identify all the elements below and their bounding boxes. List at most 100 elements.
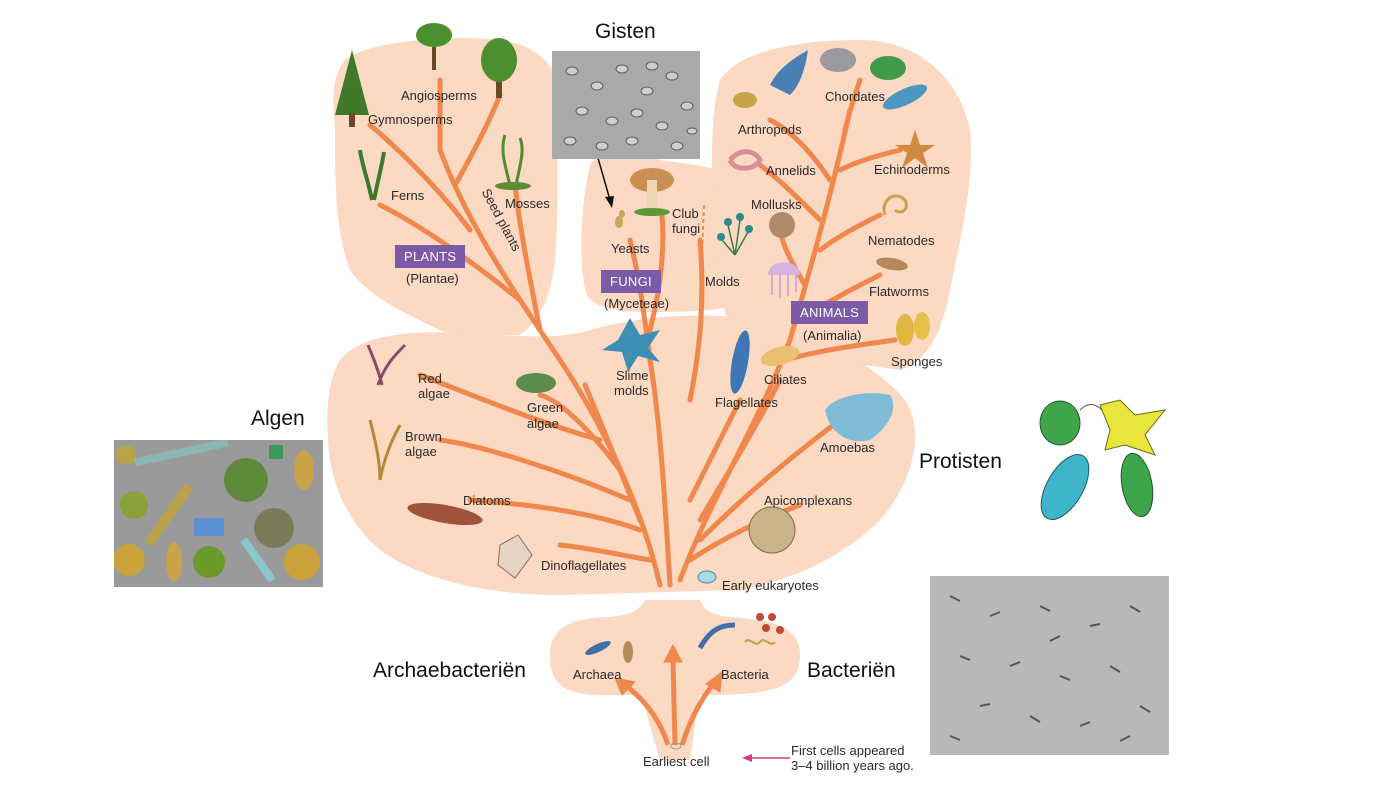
label-sponges: Sponges	[891, 354, 943, 369]
label-flagellates: Flagellates	[715, 395, 778, 410]
green-algae-icon	[516, 373, 556, 393]
bacteria-cells-icon	[949, 595, 1151, 742]
apicomplexan-icon	[748, 506, 796, 554]
label-mosses: Mosses	[505, 196, 550, 211]
slime-mold-icon	[602, 318, 660, 372]
label-apicomplexans: Apicomplexans	[764, 493, 853, 508]
note-line-1: First cells appeared	[791, 743, 905, 758]
label-earliest-cell: Earliest cell	[643, 754, 710, 769]
arrow-head-right	[705, 670, 723, 693]
branch-ciliates	[697, 377, 783, 523]
label-nematodes: Nematodes	[868, 233, 935, 248]
arrow-stem-center	[670, 659, 678, 746]
label-ferns: Ferns	[391, 188, 425, 203]
branch-slime	[582, 382, 643, 523]
label-brown-algae-2: algae	[405, 444, 437, 459]
bacteria-icon	[697, 613, 784, 650]
label-flatworms: Flatworms	[869, 284, 929, 299]
kingdom-plants-box: PLANTS	[395, 245, 466, 268]
fungi-divider	[699, 204, 705, 301]
label-red-algae-1: Red	[418, 371, 442, 386]
label-slime-molds-1: Slime	[616, 368, 649, 383]
branch-echinoderms	[837, 147, 903, 173]
note-line-2: 3–4 billion years ago.	[791, 758, 914, 773]
label-bacteria: Bacteria	[721, 667, 769, 682]
label-chordates: Chordates	[825, 89, 885, 104]
branch-mosses	[512, 182, 543, 333]
insect-icon	[733, 92, 757, 108]
gymnosperm-tree-icon	[335, 50, 369, 127]
amoeba-icon	[825, 393, 894, 442]
label-brown-algae-1: Brown	[405, 429, 442, 444]
frog-icon	[870, 56, 906, 80]
branch-animals-trunk	[677, 107, 853, 583]
branch-dinoflagellates	[557, 542, 653, 563]
early-eukaryote-icon	[697, 570, 717, 584]
earliest-cell-icon	[670, 742, 682, 750]
branch-nematodes	[817, 212, 883, 253]
branch-chordates	[842, 77, 863, 133]
archaea-icon	[585, 641, 633, 663]
yeast-icon	[615, 210, 625, 228]
kingdom-animals-sub: (Animalia)	[803, 328, 862, 343]
diatom-icon	[407, 502, 483, 526]
label-diatoms: Diatoms	[463, 493, 511, 508]
yeast-photo	[552, 51, 700, 159]
label-arthropods: Arthropods	[738, 122, 802, 137]
red-algae-icon	[366, 343, 407, 386]
label-green-algae-2: algae	[527, 416, 559, 431]
kingdom-animals-box: ANIMALS	[791, 301, 869, 324]
label-early-eukaryotes: Early eukaryotes	[722, 578, 819, 593]
branch-arthropods	[767, 117, 833, 183]
branch-diatoms	[467, 497, 643, 533]
angiosperm-palm-icon	[416, 23, 452, 70]
yeast-cells-icon	[563, 61, 698, 151]
arrow-head-center	[663, 643, 683, 663]
bacteria-photo	[930, 576, 1169, 755]
fern-icon	[358, 149, 386, 201]
flagellate-icon	[730, 330, 750, 394]
angiosperm-tree-icon	[481, 38, 517, 98]
label-dinoflagellates: Dinoflagellates	[541, 558, 627, 573]
fish-icon	[882, 84, 928, 110]
label-club-fungi-2: fungi	[672, 221, 701, 236]
label-mollusks: Mollusks	[751, 197, 802, 212]
kingdom-plants-sub: (Plantae)	[406, 271, 459, 286]
label-molds: Molds	[705, 274, 740, 289]
label-slime-molds-2: molds	[614, 383, 649, 398]
bird-icon	[770, 50, 808, 95]
plants-blob	[333, 38, 563, 336]
branch-molds	[687, 237, 705, 403]
yeast-pointer-head	[605, 196, 614, 208]
nematode-icon	[882, 194, 908, 216]
branch-amoebas	[697, 417, 843, 543]
heading-bacterien: Bacteriën	[807, 659, 896, 682]
mold-icon	[717, 213, 753, 256]
worm-icon	[727, 149, 763, 171]
branch-apicomplexans	[687, 502, 803, 563]
club-fungi-mushroom-icon	[630, 168, 674, 216]
label-annelids: Annelids	[766, 163, 816, 178]
branch-green-algae	[537, 392, 623, 473]
moss-icon	[495, 134, 531, 190]
label-ciliates: Ciliates	[764, 372, 807, 387]
jellyfish-icon	[768, 262, 800, 298]
heading-protisten: Protisten	[919, 450, 1002, 473]
heading-gisten: Gisten	[595, 20, 656, 43]
yeast-pointer-line	[597, 157, 611, 201]
heading-algen: Algen	[251, 407, 305, 430]
algae-collage-icon	[114, 440, 320, 583]
label-angiosperms: Angiosperms	[401, 88, 477, 103]
protist-cells-icon	[1039, 399, 1167, 520]
brown-algae-icon	[368, 419, 402, 481]
branch-brown-algae	[437, 437, 633, 503]
label-echinoderms: Echinoderms	[874, 162, 950, 177]
starfish-icon	[895, 130, 935, 168]
group-arrows	[614, 643, 723, 746]
branch-gymnosperms	[367, 122, 473, 233]
label-green-algae-1: Green	[527, 400, 564, 415]
kingdom-fungi-box: FUNGI	[601, 270, 661, 293]
branch-annelids	[757, 162, 823, 223]
